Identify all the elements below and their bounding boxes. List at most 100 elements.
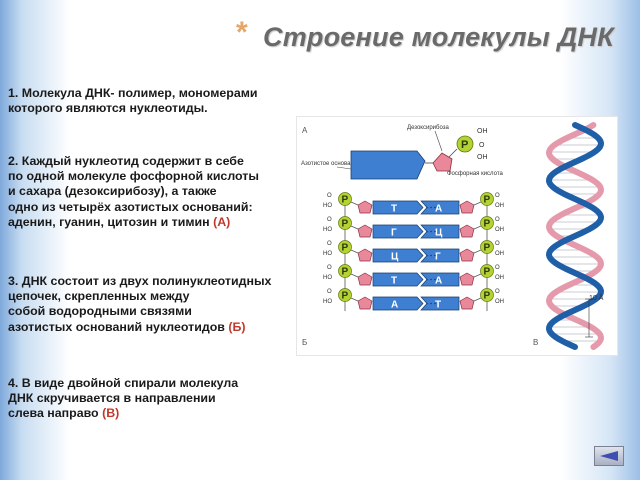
oh-right-0: OH xyxy=(495,203,504,209)
phosphate-left-1 xyxy=(338,216,352,230)
phosphate-right-3 xyxy=(480,264,494,278)
o-right-2: O xyxy=(495,241,500,247)
base-right-2 xyxy=(420,248,460,263)
h-bond-0-2 xyxy=(434,206,436,209)
title-bullet: * xyxy=(236,16,248,49)
h-bond-2-1 xyxy=(430,254,432,257)
phosphate-right-3-label: P xyxy=(484,267,491,278)
panel-label-a: А xyxy=(302,126,308,135)
oh-right-4: OH xyxy=(495,299,504,305)
phosphate-right-1-label: P xyxy=(484,219,491,230)
base-left-2 xyxy=(372,248,424,263)
sugar-right-1 xyxy=(459,224,475,238)
point-1: 1. Молекула ДНК- полимер, мономерами кот… xyxy=(8,86,258,116)
phosphate-right-1 xyxy=(480,216,494,230)
h-bond-0-0 xyxy=(426,206,428,209)
sugar-right-4 xyxy=(459,296,475,310)
sugar-left-0 xyxy=(357,200,373,214)
phosphate-left-3 xyxy=(338,264,352,278)
point-3-line-2: цепочек, скрепленных между xyxy=(8,289,190,304)
phosphate-left-3-label: P xyxy=(342,267,349,278)
back-button[interactable] xyxy=(594,446,624,466)
o-left-3: O xyxy=(327,265,332,271)
base-left-3 xyxy=(372,272,424,287)
o-right-0: O xyxy=(495,193,500,199)
dna-diagram: А Б В Дезоксирибоза Азотистое основание … xyxy=(301,122,605,350)
helix-strand-blue xyxy=(545,122,605,350)
page-title: Строение молекулы ДНК xyxy=(263,22,614,52)
base-right-0 xyxy=(420,200,460,215)
ho-left-4: HO xyxy=(323,299,332,305)
sugar-right-3 xyxy=(459,272,475,286)
sugar-left-3 xyxy=(357,272,373,286)
phosphate-left-0 xyxy=(338,192,352,206)
panel-label-b: Б xyxy=(302,338,307,347)
h-bond-1-0 xyxy=(426,230,428,233)
phosphate-right-4-label: P xyxy=(484,291,491,302)
oh-label-top: OH xyxy=(477,128,488,135)
phosphate-right-0 xyxy=(480,192,494,206)
o-right-3: O xyxy=(495,265,500,271)
h-bond-0-1 xyxy=(430,206,432,209)
point-2-line-1: 2. Каждый нуклеотид содержит в себе xyxy=(8,154,244,168)
point-1-line-2: которого являются нуклеотиды. xyxy=(8,101,208,116)
base-left-4 xyxy=(372,296,424,311)
point-4-ref: (В) xyxy=(102,406,120,421)
base-letter-right-0: А xyxy=(435,204,442,215)
o-label: O xyxy=(479,142,485,149)
oh-right-3: OH xyxy=(495,275,504,281)
point-2-line-3: и сахара (дезоксирибозу), а также xyxy=(8,184,217,199)
base-letter-left-3: Т xyxy=(391,276,397,287)
h-bond-3-1 xyxy=(430,278,432,281)
point-2-line-2: по одной молекуле фосфорной кислоты xyxy=(8,169,259,184)
label-phosphoric: Фосфорная кислота xyxy=(447,171,504,177)
base-letter-left-0: Т xyxy=(391,204,397,215)
oh-label-bottom: OH xyxy=(477,154,488,161)
base-letter-right-3: А xyxy=(435,276,442,287)
phosphate-circle xyxy=(456,135,474,153)
phosphate-label: P xyxy=(461,139,468,151)
sugar-left-2 xyxy=(357,248,373,262)
base-block xyxy=(350,150,426,180)
nucleotide-diagram: Дезоксирибоза Азотистое основание P OH O… xyxy=(301,125,504,180)
o-right-4: O xyxy=(495,289,500,295)
o-left-1: O xyxy=(327,217,332,223)
point-4-line-2: ДНК скручивается в направлении xyxy=(8,391,216,406)
base-letter-right-4: Т xyxy=(435,300,441,311)
point-2-ref: (А) xyxy=(213,214,231,229)
h-bond-4-1 xyxy=(430,302,432,305)
phosphate-left-2-label: P xyxy=(342,243,349,254)
point-4-line-1: 4. В виде двойной спирали молекула xyxy=(8,376,239,390)
point-3-ref: (Б) xyxy=(228,319,246,334)
base-left-1 xyxy=(372,224,424,239)
oh-right-1: OH xyxy=(495,227,504,233)
sugar-right-0 xyxy=(459,200,475,214)
o-left-0: O xyxy=(327,193,332,199)
phosphate-right-2 xyxy=(480,240,494,254)
base-right-3 xyxy=(420,272,460,287)
label-base: Азотистое основание xyxy=(301,161,361,167)
h-bond-2-2 xyxy=(434,254,436,257)
double-helix-diagram xyxy=(545,122,605,350)
phosphate-left-1-label: P xyxy=(342,219,349,230)
panel-label-c: В xyxy=(533,338,538,347)
h-bond-2-0 xyxy=(426,254,428,257)
point-2: 2. Каждый нуклеотид содержит в себе по о… xyxy=(8,154,259,230)
ho-left-0: HO xyxy=(323,203,332,209)
phosphate-right-0-label: P xyxy=(484,195,491,206)
helix-pitch-label: 10 Å xyxy=(589,293,604,302)
h-bond-1-1 xyxy=(430,230,432,233)
sugar-pentagon xyxy=(432,152,453,172)
o-left-4: O xyxy=(327,289,332,295)
h-bond-4-2 xyxy=(434,302,436,305)
helix-strand-pink xyxy=(545,122,604,350)
arrow-left-icon xyxy=(600,451,618,461)
point-3-line-4: азотистых оснований нуклеотидов xyxy=(8,319,225,334)
sugar-left-1 xyxy=(357,224,373,238)
base-letter-left-4: А xyxy=(391,300,398,311)
point-3: 3. ДНК состоит из двух полинуклеотидных … xyxy=(8,274,271,335)
phosphate-left-2 xyxy=(338,240,352,254)
phosphate-left-4-label: P xyxy=(342,291,349,302)
phosphate-right-2-label: P xyxy=(484,243,491,254)
